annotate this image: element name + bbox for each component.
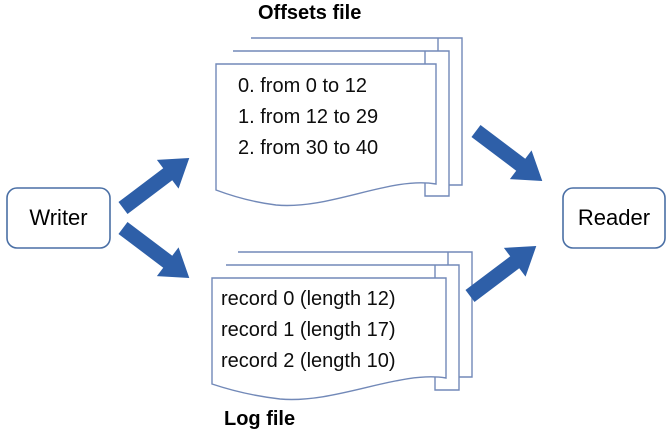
log-sheet-front [211, 277, 447, 401]
arrow-log-to-reader [465, 246, 537, 302]
offsets-line-2: 2. from 30 to 40 [238, 137, 379, 159]
arrow-writer-to-log [118, 222, 190, 278]
arrow-offsets-to-reader [471, 125, 543, 181]
offsets-file-content: 0. from 0 to 12 1. from 12 to 29 2. from… [238, 71, 378, 164]
writer-box[interactable] [6, 187, 111, 249]
log-line-2: record 2 (length 10) [221, 350, 396, 372]
log-line-0: record 0 (length 12) [221, 288, 396, 310]
log-file-caption: Log file [224, 408, 296, 430]
arrow-writer-to-offsets [118, 158, 190, 214]
log-file-content: record 0 (length 12) record 1 (length 17… [221, 284, 396, 377]
offsets-line-0: 0. from 0 to 12 [238, 75, 367, 97]
offsets-file-caption: Offsets file [258, 2, 362, 24]
offsets-sheet-front [215, 63, 437, 207]
log-line-1: record 1 (length 17) [221, 319, 396, 341]
offsets-line-1: 1. from 12 to 29 [238, 106, 379, 128]
reader-box[interactable] [562, 187, 666, 249]
